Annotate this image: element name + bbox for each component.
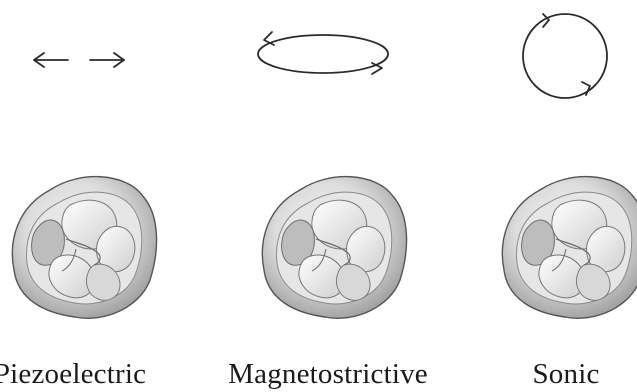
molar-tooth-icon <box>262 177 406 319</box>
right-arrow-icon <box>90 53 124 67</box>
left-arrow-icon <box>34 53 68 67</box>
label-magnetostrictive: Magnetostrictive <box>228 358 428 391</box>
linear-motion-icon <box>34 53 124 67</box>
label-piezoelectric: Piezoelectric <box>0 358 146 391</box>
label-sonic: Sonic <box>532 358 599 391</box>
ellipse-arrow-icon <box>258 32 388 74</box>
molar-tooth-icon <box>502 177 637 319</box>
molar-tooth-icon <box>12 177 156 319</box>
circle-arrow-icon <box>523 14 607 98</box>
